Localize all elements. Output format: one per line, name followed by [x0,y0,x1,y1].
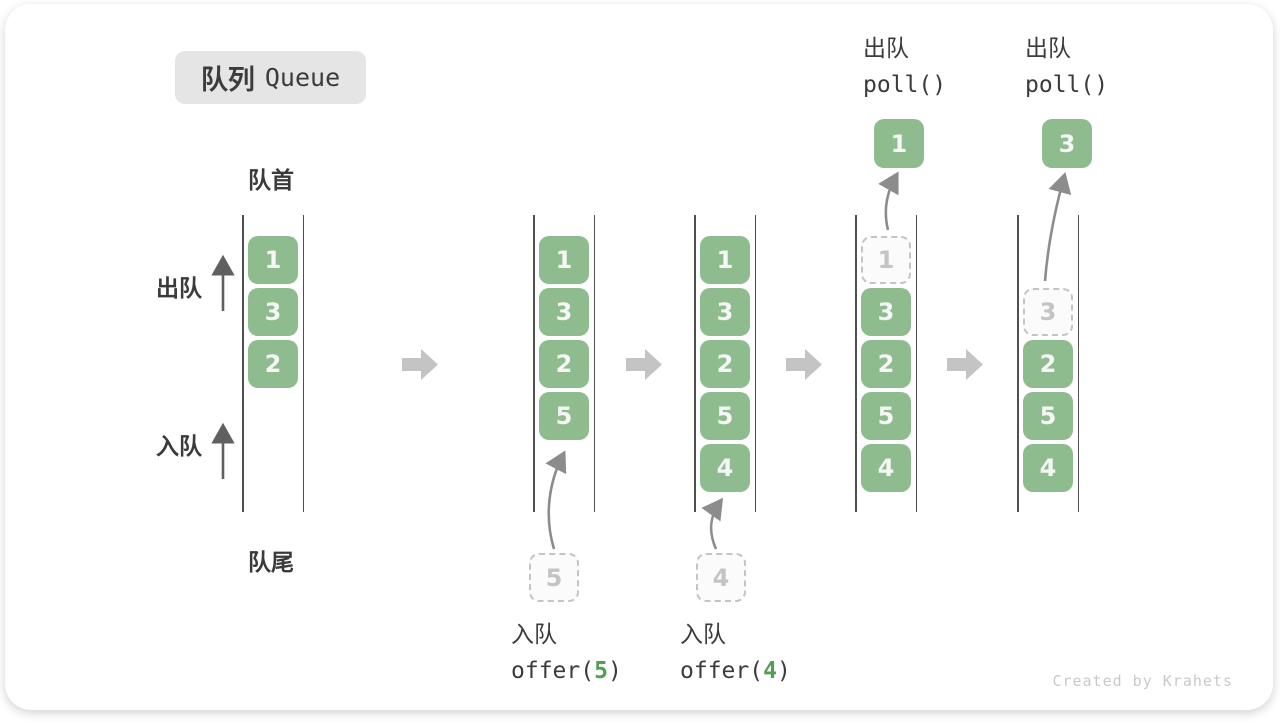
queue-wall-left [533,215,535,512]
queue-element: 2 [539,340,589,388]
queue-element: 3 [700,288,750,336]
transition-arrow-1 [402,349,438,380]
op-label: 入队 [680,622,726,648]
queue-element: 1 [248,236,298,284]
queue-element: 5 [1023,392,1073,440]
transition-arrow-2 [626,349,662,380]
queue-wall-right [1077,215,1079,512]
queue-element: 5 [539,392,589,440]
op-dequeue-poll-2: 出队 poll() [1025,36,1109,98]
queue-wall-right [754,215,756,512]
queue-element: 2 [861,340,911,388]
transition-arrow-3 [786,349,822,380]
queue-element: 4 [1023,444,1073,492]
queue-element: 3 [861,288,911,336]
staged-element: 5 [529,553,579,602]
title-badge: 队列 Queue [175,51,366,104]
queue-state-5: 3 2 5 4 [1017,215,1079,512]
op-label: 入队 [511,622,557,648]
label-enqueue-side: 入队 [156,434,202,460]
staged-element: 4 [696,553,746,602]
title-zh: 队列 [200,65,255,96]
label-dequeue-side: 出队 [156,276,202,302]
queue-wall-right [915,215,917,512]
queue-element: 2 [1023,340,1073,388]
label-queue-rear: 队尾 [248,550,294,576]
label-queue-front: 队首 [248,168,294,194]
queue-state-1: 1 3 2 [242,215,304,512]
queue-element: 1 [539,236,589,284]
arrows-overlay [211,171,1072,550]
queue-element: 4 [700,444,750,492]
queue-element: 2 [248,340,298,388]
queue-element: 5 [700,392,750,440]
queue-state-4: 1 3 2 5 4 [855,215,917,512]
watermark-credit: Created by Krahets [1052,672,1233,690]
op-label: 出队 [863,36,909,62]
transition-arrow-4 [947,349,983,380]
queue-wall-left [242,215,244,512]
removed-element-slot: 3 [1023,288,1073,336]
popped-element: 1 [874,119,924,168]
queue-wall-right [593,215,595,512]
queue-wall-left [855,215,857,512]
queue-wall-left [1017,215,1019,512]
queue-state-3: 1 3 2 5 4 [694,215,756,512]
queue-element: 5 [861,392,911,440]
op-enqueue-offer5: 入队 offer(5) [511,622,622,684]
queue-state-2: 1 3 2 5 [533,215,595,512]
queue-element: 3 [248,288,298,336]
op-enqueue-offer4: 入队 offer(4) [680,622,791,684]
diagram-canvas: 队列 Queue 队首 队尾 出队 入队 1 3 2 1 3 2 5 5 1 3… [5,4,1273,710]
op-label: 出队 [1025,36,1071,62]
queue-element: 1 [700,236,750,284]
popped-element: 3 [1042,119,1092,168]
queue-wall-right [302,215,304,512]
queue-wall-left [694,215,696,512]
title-en: Queue [264,63,341,92]
op-dequeue-poll-1: 出队 poll() [863,36,947,98]
queue-element: 2 [700,340,750,388]
removed-element-slot: 1 [861,236,911,284]
queue-element: 3 [539,288,589,336]
queue-element: 4 [861,444,911,492]
